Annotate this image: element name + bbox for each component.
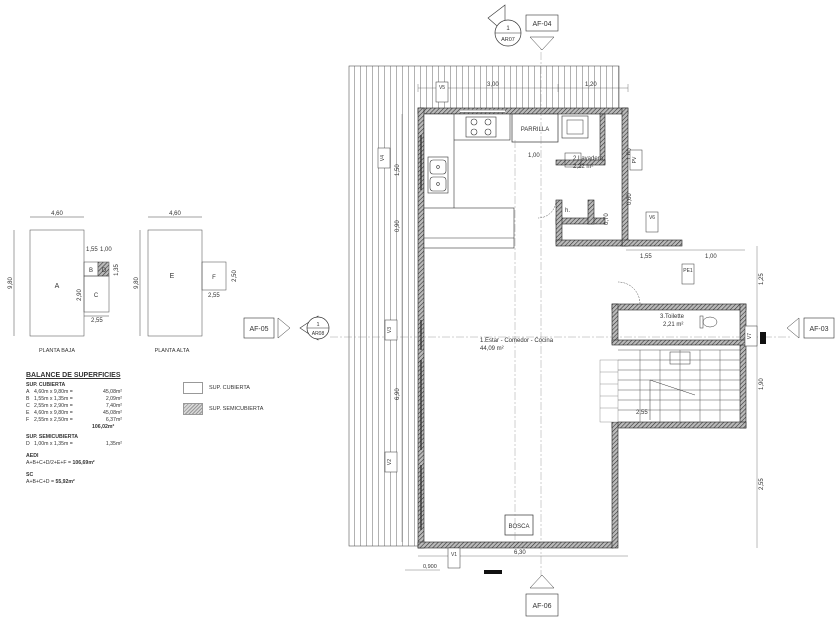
tag-pe1: PE1 [683,268,693,274]
sm-dim-left: 4,60 [51,211,63,217]
dim-255-r: 2,55 [759,478,765,490]
stairs [618,349,740,422]
stair-dim: 2,55 [636,410,648,416]
dim-060: 0,60 [627,193,633,205]
estar-label: 1.Estar - Comedor - Cocina [480,338,554,344]
dim-155: 1,55 [640,254,652,260]
sm-c: C [94,293,99,299]
sm-f: F [212,275,216,281]
toilette-label: 3.Toilette [660,314,685,320]
kitchen-sink-icon [427,156,449,194]
sm-a: A [55,283,60,290]
aedi-title: AEDI [26,453,39,459]
sm-dim-255b: 2,55 [208,293,220,299]
af03-label: AF-03 [809,326,828,333]
sm-dim-155: 1,55 [86,247,98,253]
sm-dim-135: 1,35 [114,264,120,276]
sc-line: A+B+C+D = 55,92m² [26,479,75,485]
dim-left-090: 0,90 [395,220,401,232]
legend-cubierta-label: SUP. CUBIERTA [209,385,250,391]
sm-dim-980b: 9,80 [134,277,140,289]
af05-box[interactable] [243,317,275,339]
legend-semicubierta: SUP. SEMICUBIERTA [183,403,263,415]
sm-e: E [170,273,175,280]
h-label: h. [565,208,570,214]
tag-v2: V2 [387,459,393,465]
cubierta-total: 106,02m² [92,424,115,430]
aedi-line: A+B+C+D/2+E+F = 106,69m² [26,460,95,466]
legend-cubierta: SUP. CUBIERTA [183,382,263,394]
tag-v6: V6 [649,215,655,221]
planta-alta [139,216,227,337]
tag-v1: V1 [451,552,457,558]
estar-area: 44,09 m² [480,346,504,352]
lavadero-label: 2.Lavadero [573,156,604,162]
planta-baja [13,216,110,337]
legend-semicubierta-label: SUP. SEMICUBIERTA [209,406,264,412]
dim-0900: 0,900 [423,564,437,570]
parrilla-box [511,113,559,143]
sm-b: B [89,268,93,274]
sm-dim-250: 2,50 [232,270,238,282]
balance-title: BALANCE DE SUPERFICIES [26,372,121,379]
tag-v5: V5 [439,85,445,91]
window-tags [377,81,758,569]
dim-100-r: 1,00 [705,254,717,260]
toilette-area: 2,21 m² [663,322,683,328]
sm-d: D [102,268,107,274]
dim-630: 6,30 [514,550,526,556]
parrilla-label: PARRILLA [521,127,550,133]
af05-label: AF-05 [249,326,268,333]
sm-dim-255: 2,55 [91,318,103,324]
legend: SUP. CUBIERTA SUP. SEMICUBIERTA [183,382,263,424]
bosca-label: BOSCA [508,524,529,530]
af04-box[interactable] [525,14,559,32]
af06-box[interactable] [525,593,559,617]
legend-semicubierta-swatch [183,403,203,415]
legend-cubierta-swatch [183,382,203,394]
section-left-num: 1 [316,322,319,328]
dim-left-690: 6,90 [395,388,401,400]
planta-alta-label: PLANTA ALTA [155,348,190,354]
section-top-ref: AR07 [501,37,515,43]
dim-100-lav: 1,00 [528,153,540,159]
tag-pv: PV [632,156,638,163]
cubierta-title: SUP. CUBIERTA [26,382,66,388]
tag-v3: V3 [387,327,393,333]
af06-label: AF-06 [532,603,551,610]
dim-070: 0,70 [604,213,610,225]
tag-v4: V4 [380,155,386,161]
dim-190: 1,90 [759,378,765,390]
sm-dim-100: 1,00 [100,247,112,253]
sc-title: SC [26,472,34,478]
dim-top-120: 1,20 [585,82,597,88]
semi-title: SUP. SEMICUBIERTA [26,434,78,440]
section-left-ref: AR08 [312,331,325,337]
af04-label: AF-04 [532,21,551,28]
planta-baja-label: PLANTA BAJA [39,348,75,354]
af03-box[interactable] [803,317,835,339]
sm-dim-290: 2,90 [77,289,83,301]
sm-dim-right: 4,60 [169,211,181,217]
dim-top-300: 3,00 [487,82,499,88]
bosca-box [504,514,534,536]
section-top-num: 1 [506,26,510,32]
lavadero-area: 2,22 m² [573,164,593,170]
dim-125: 1,25 [759,273,765,285]
tag-v7: V7 [747,333,753,339]
stove-icon [465,116,497,138]
dim-left-150: 1,50 [395,164,401,176]
kitchen-counter [423,113,515,249]
sm-dim-980a: 9,80 [8,277,14,289]
